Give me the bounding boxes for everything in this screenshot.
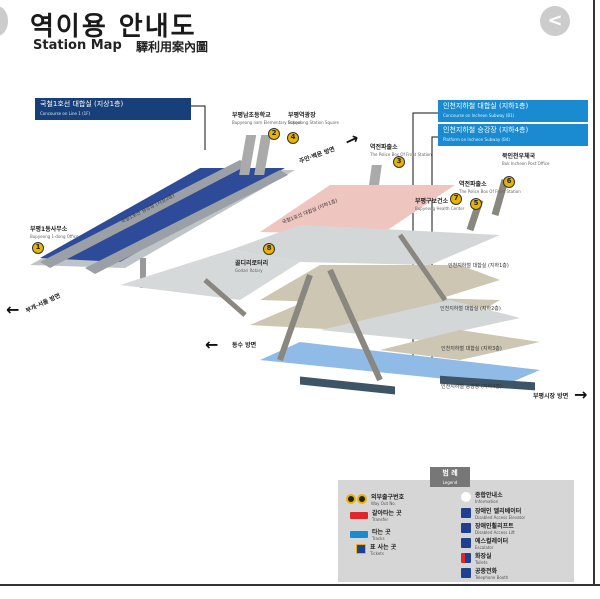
exit-stairs (239, 135, 257, 175)
back-button[interactable]: < (540, 6, 570, 36)
page-title-chinese: 驛利用案內圖 (136, 40, 209, 54)
arrow-right-icon: → (574, 385, 588, 404)
image-frame-bottom (0, 584, 600, 586)
tracks-arrow-icon (350, 530, 368, 538)
page-title: 역이용 안내도 (30, 12, 197, 42)
banner-incheon-concourse: 인천지하철 대합실 (지하1층)Concourse on Incheon Sub… (438, 100, 588, 122)
escalator (203, 278, 247, 317)
telephone-icon (461, 568, 471, 578)
ticket-icon (356, 544, 366, 554)
exit-number-icon: 2 (268, 128, 280, 140)
exit-number-icon: 1 (32, 242, 44, 254)
pillar (140, 258, 146, 288)
escalator (327, 268, 383, 382)
train (300, 376, 395, 395)
level-label: 인천지하철 대합실 (지하3층) (441, 346, 502, 352)
train (440, 375, 535, 391)
previous-image-button[interactable] (0, 6, 8, 36)
line1-track (85, 170, 288, 274)
wheelchair-lift-icon (461, 523, 471, 533)
exit-stairs (491, 179, 509, 216)
escalator-icon (461, 538, 471, 548)
elevator-icon (461, 508, 471, 518)
exit-stairs (254, 135, 272, 175)
info-icon (461, 492, 471, 502)
exit-number-icon: 7 (450, 193, 462, 205)
b3-concourse-right (380, 330, 540, 360)
exit-number-icon: 5 (470, 198, 482, 210)
page-title-english: Station Map (33, 38, 122, 53)
underpass (120, 250, 300, 300)
exit-number-icon: 6 (503, 176, 515, 188)
direction-market: 부평시장 방면 (533, 393, 569, 400)
exit-number-icon: 4 (287, 132, 299, 144)
level-label: 인천지하철 승강장 (지하4층) (441, 384, 502, 390)
toilet-icon (461, 553, 471, 563)
arrow-left-icon: ← (205, 335, 219, 354)
transfer-arrow-icon (350, 511, 368, 519)
exit-number-icon: 3 (393, 156, 405, 168)
legend-panel (338, 480, 574, 582)
escalator (397, 233, 448, 302)
incheon-platform (260, 342, 540, 385)
level-label: 인천지하철 대합실 (지하1층) (448, 263, 509, 269)
exit-number-icon (346, 494, 367, 504)
level-label: 인천지하철 대합실 (지하2층) (440, 306, 501, 312)
image-frame-right (593, 0, 595, 586)
b3-concourse (320, 300, 520, 340)
line1-track (40, 160, 248, 268)
banner-line1-concourse: 국철1호선 대합실 (지상1층)Concourse on Line 1 (1F) (35, 98, 191, 120)
b1-concourse (230, 225, 500, 265)
leader-line (190, 105, 206, 150)
exit-number-icon: 8 (263, 243, 275, 255)
line1-concourse (260, 185, 455, 235)
station-map-drawing (30, 105, 540, 395)
chevron-left-icon: < (547, 10, 563, 31)
direction-dongsu: 동수 방면 (232, 342, 257, 349)
arrow-left-icon: ← (6, 300, 20, 319)
escalator (277, 274, 313, 361)
banner-incheon-platform: 인천지하철 승강장 (지하4층)Platform on Incheon Subw… (438, 124, 588, 146)
